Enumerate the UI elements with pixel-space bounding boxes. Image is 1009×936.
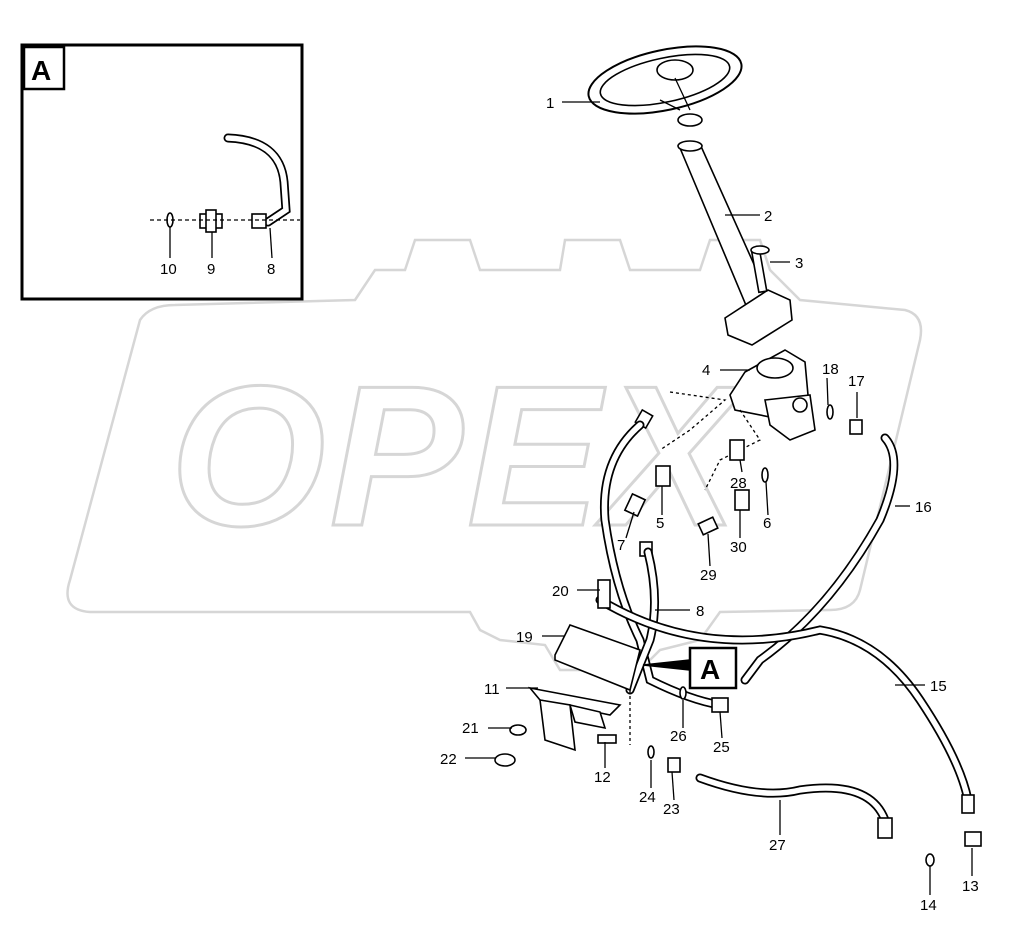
- callout-8: 8: [696, 603, 704, 620]
- callout-2: 2: [764, 208, 772, 225]
- callout-20: 20: [552, 583, 569, 600]
- callout-7: 7: [617, 537, 625, 554]
- callout-1: 1: [546, 95, 554, 112]
- callout-25: 25: [713, 739, 730, 756]
- callout-8-detail: 8: [267, 261, 275, 278]
- callout-11: 11: [484, 681, 500, 698]
- callout-10: 10: [160, 261, 177, 278]
- callout-29: 29: [700, 567, 717, 584]
- leader-lines: [465, 101, 973, 895]
- callouts: 1 2 3 4 18 17 28 5 6 7 30 29 16 20 8 19 …: [440, 95, 979, 914]
- mounting-bracket: [494, 579, 641, 767]
- callout-27: 27: [769, 837, 786, 854]
- callout-4: 4: [702, 362, 710, 379]
- callout-13: 13: [962, 878, 979, 895]
- watermark: OPEX: [66, 238, 923, 672]
- fittings: [623, 404, 863, 557]
- callout-30: 30: [730, 539, 747, 556]
- watermark-text: OPEX: [170, 345, 748, 568]
- callout-23: 23: [663, 801, 680, 818]
- callout-18: 18: [822, 361, 839, 378]
- callout-24: 24: [639, 789, 656, 806]
- callout-9: 9: [207, 261, 215, 278]
- callout-12: 12: [594, 769, 611, 786]
- callout-15: 15: [930, 678, 947, 695]
- callout-3: 3: [795, 255, 803, 272]
- detail-box-a: A 10 9 8: [20, 43, 304, 301]
- callout-6: 6: [763, 515, 771, 532]
- detail-box-label: A: [31, 55, 51, 86]
- callout-5: 5: [656, 515, 664, 532]
- steering-wheel: [587, 45, 743, 127]
- callout-21: 21: [462, 720, 479, 737]
- steering-valve: [729, 349, 816, 441]
- steering-column: [677, 140, 793, 346]
- reference-tag-a: A: [642, 646, 738, 690]
- reference-tag-label: A: [700, 654, 720, 685]
- callout-22: 22: [440, 751, 457, 768]
- callout-14: 14: [920, 897, 937, 914]
- callout-19: 19: [516, 629, 533, 646]
- callout-17: 17: [848, 373, 865, 390]
- callout-26: 26: [670, 728, 687, 745]
- callout-28: 28: [730, 475, 747, 492]
- callout-16: 16: [915, 499, 932, 516]
- hoses: [595, 420, 982, 867]
